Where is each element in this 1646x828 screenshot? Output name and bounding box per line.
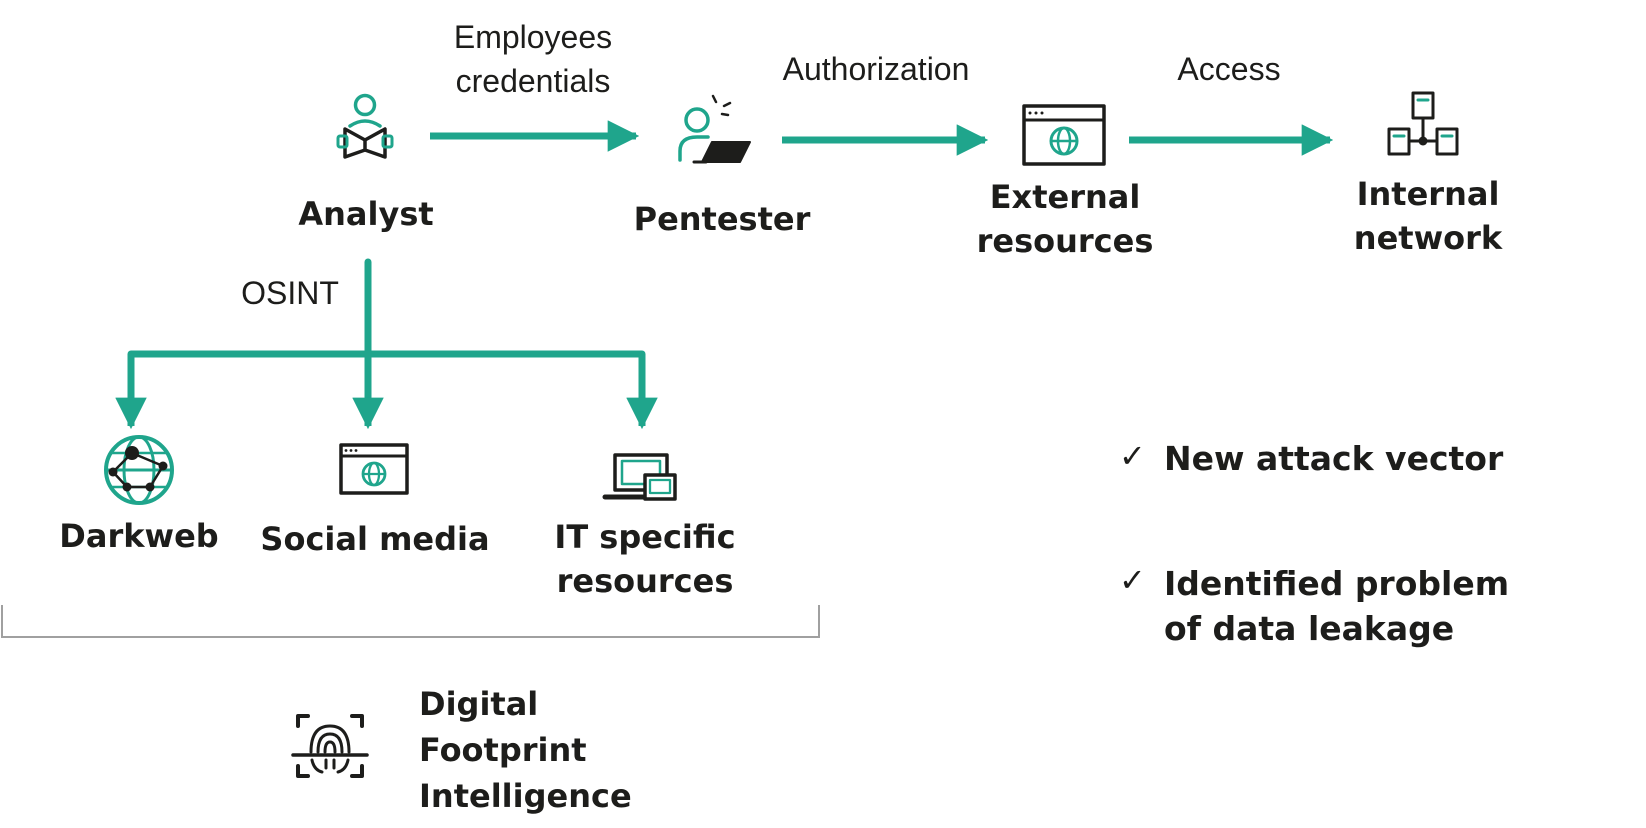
edge-label-employees: Employees (454, 19, 612, 55)
node-label-internal-1: Internal (1357, 175, 1500, 213)
results-list: ✓ New attack vector ✓ Identified problem… (1119, 438, 1509, 648)
edge-label-osint: OSINT (241, 275, 339, 311)
footer-label-footprint: Footprint (419, 731, 587, 769)
edge-label-authorization: Authorization (783, 51, 970, 87)
network-servers-icon (1387, 91, 1459, 156)
node-label-analyst: Analyst (298, 195, 433, 233)
node-darkweb: Darkweb (59, 435, 219, 555)
edge-pentester-to-external: Authorization (782, 51, 989, 156)
check-icon: ✓ (1119, 562, 1146, 598)
footer-label-digital: Digital (419, 685, 538, 723)
check-icon: ✓ (1119, 438, 1146, 474)
edge-analyst-to-pentester: Employees credentials (430, 19, 640, 152)
result-line-1: Identified problem (1164, 564, 1509, 603)
node-label-external-1: External (990, 178, 1141, 216)
node-label-external-2: resources (977, 222, 1154, 260)
fingerprint-scan-icon (291, 714, 369, 778)
node-external-resources: External resources (977, 104, 1154, 260)
edge-osint-tree: OSINT (115, 258, 658, 430)
devices-icon (602, 453, 677, 501)
result-line-2: of data leakage (1164, 609, 1454, 648)
result-line-1: New attack vector (1164, 439, 1504, 478)
node-social-media: Social media (260, 443, 490, 558)
node-pentester: Pentester (634, 94, 811, 238)
pentester-laptop-icon (678, 94, 751, 164)
result-item: ✓ Identified problem of data leakage (1119, 562, 1509, 648)
footer-label-intelligence: Intelligence (419, 777, 632, 815)
edge-label-credentials: credentials (456, 63, 611, 99)
browser-globe-icon (339, 443, 409, 495)
darkweb-globe-icon (104, 435, 174, 505)
node-label-darkweb: Darkweb (59, 517, 218, 555)
node-analyst: Analyst (298, 93, 434, 233)
node-label-social-media: Social media (260, 520, 489, 558)
edge-label-access: Access (1177, 51, 1280, 87)
node-label-it-1: IT specific (554, 518, 735, 556)
node-it-specific-resources: IT specific resources (554, 453, 736, 600)
node-label-internal-2: network (1354, 219, 1503, 257)
footer-dfi: Digital Footprint Intelligence (291, 685, 632, 815)
browser-globe-icon (1022, 104, 1106, 166)
edge-external-to-internal: Access (1129, 51, 1334, 156)
node-internal-network: Internal network (1354, 91, 1503, 257)
result-item: ✓ New attack vector (1119, 438, 1504, 478)
node-label-pentester: Pentester (634, 200, 811, 238)
analyst-reading-icon (336, 93, 394, 159)
node-label-it-2: resources (557, 562, 734, 600)
sources-bracket (1, 605, 820, 638)
